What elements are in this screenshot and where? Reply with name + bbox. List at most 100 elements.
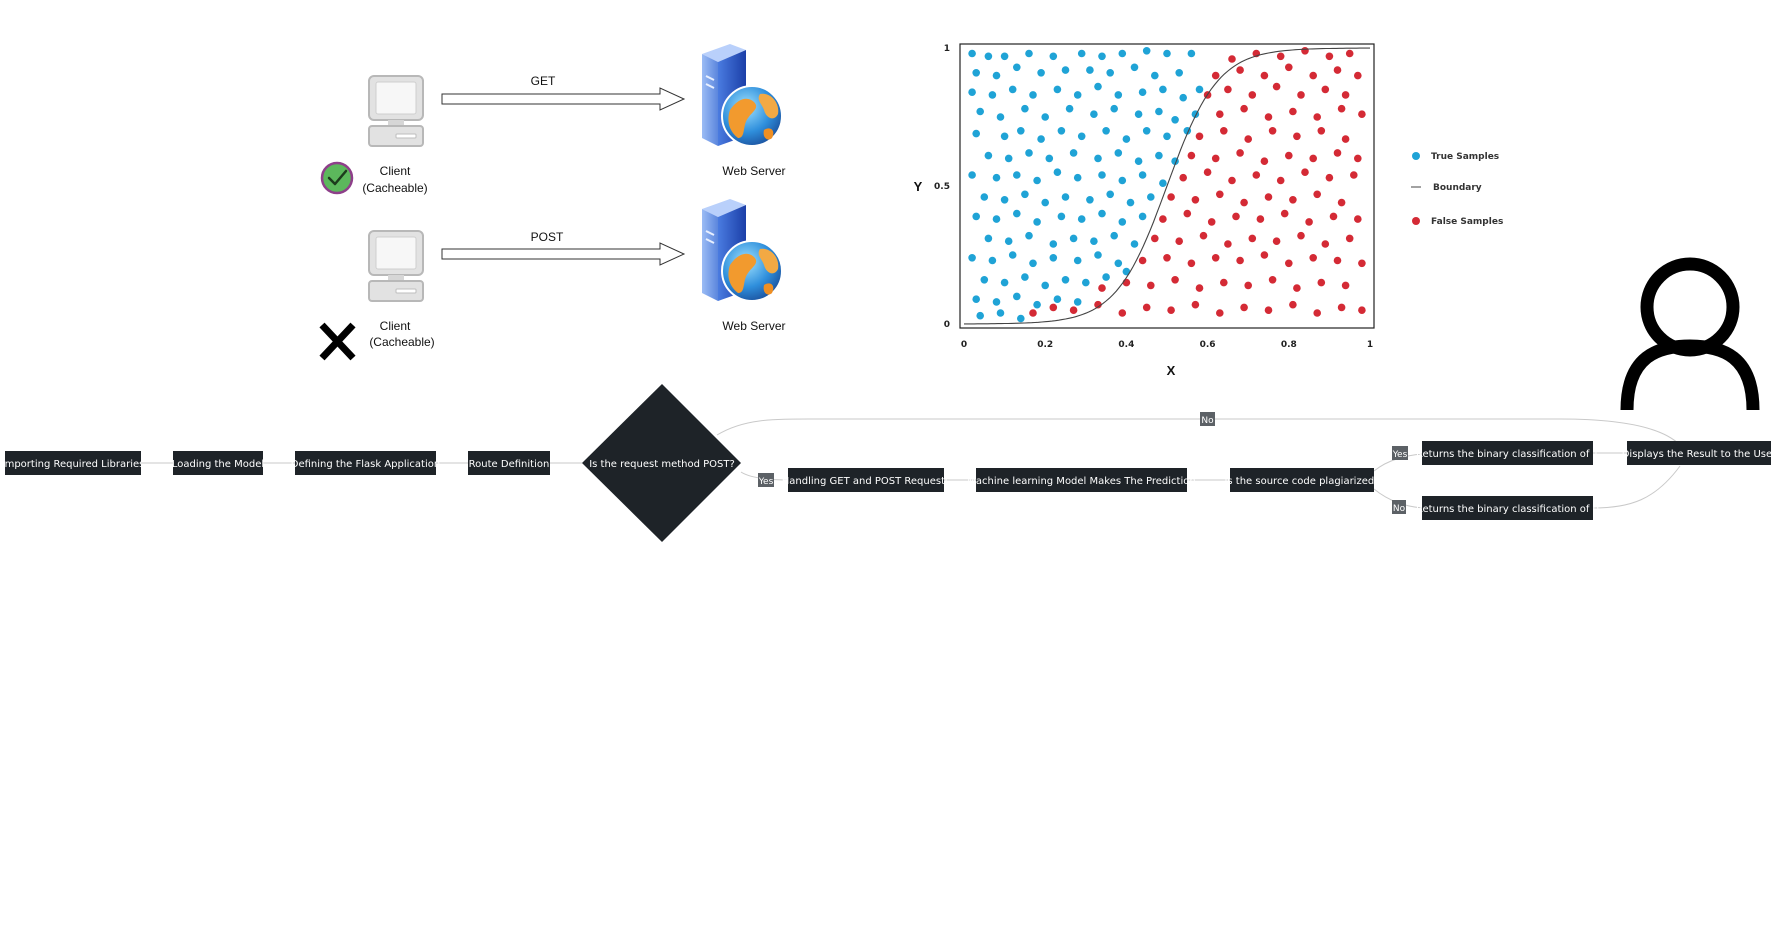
false-sample-point — [1264, 113, 1273, 121]
false-sample-point — [1179, 173, 1187, 182]
user-icon — [1620, 257, 1760, 411]
false-sample-point — [1293, 284, 1301, 292]
client-label: Client — [380, 319, 411, 333]
true-sample-point — [1073, 256, 1082, 265]
true-sample-point — [1114, 149, 1123, 157]
true-sample-point — [1098, 52, 1106, 61]
false-sample-point — [1309, 71, 1317, 80]
false-sample-point — [1358, 110, 1366, 118]
node-return-0[interactable]: Returns the binary classification of 0 — [1416, 496, 1599, 520]
node-import[interactable]: Importing Required Libraries — [2, 451, 145, 475]
false-sample-point — [1228, 176, 1236, 185]
true-sample-point — [1163, 49, 1171, 58]
false-sample-point — [1313, 309, 1321, 317]
node-label: Route Definition — [469, 459, 550, 470]
false-sample-point — [1285, 63, 1293, 72]
true-sample-point — [1175, 69, 1183, 77]
false-sample-point — [1216, 110, 1224, 118]
true-sample-point — [1069, 149, 1078, 157]
false-sample-point — [1094, 300, 1102, 309]
true-sample-point — [1134, 110, 1143, 118]
true-sample-point — [1118, 49, 1127, 58]
web-server-icon — [701, 43, 783, 147]
node-plagiarized[interactable]: Is the source code plagiarized? — [1224, 468, 1380, 492]
legend-false-marker — [1412, 217, 1420, 225]
false-sample-point — [1321, 85, 1330, 94]
true-sample-point — [1073, 173, 1082, 182]
true-sample-point — [968, 253, 976, 262]
false-sample-point — [1029, 309, 1037, 317]
true-sample-point — [1130, 240, 1139, 248]
true-sample-point — [1004, 154, 1013, 163]
true-sample-point — [968, 49, 976, 58]
false-sample-point — [1293, 132, 1301, 141]
false-sample-point — [1272, 82, 1281, 91]
true-sample-point — [1037, 69, 1045, 77]
node-handle[interactable]: Handling GET and POST Requests — [782, 468, 950, 492]
false-sample-point — [1244, 281, 1252, 290]
true-sample-point — [1000, 196, 1009, 204]
x-tick-label: 0.2 — [1037, 340, 1053, 350]
false-sample-point — [1325, 52, 1334, 61]
false-sample-point — [1264, 306, 1273, 315]
false-sample-point — [1211, 253, 1220, 262]
true-sample-point — [988, 91, 997, 99]
true-sample-point — [1061, 66, 1070, 74]
false-sample-point — [1276, 52, 1285, 61]
node-return-1[interactable]: Returns the binary classification of 1 — [1416, 441, 1599, 465]
true-sample-point — [1065, 104, 1074, 113]
false-sample-point — [1354, 154, 1362, 163]
request-arrow — [441, 242, 686, 266]
node-flask[interactable]: Defining the Flask Application — [291, 451, 440, 475]
true-sample-point — [1021, 104, 1029, 113]
true-sample-point — [1187, 49, 1196, 58]
node-load[interactable]: Loading the Model — [172, 451, 264, 475]
decision-label: Is the request method POST? — [589, 459, 735, 470]
true-sample-point — [1069, 234, 1078, 243]
decision-post[interactable]: Is the request method POST? — [582, 384, 741, 542]
true-sample-point — [1106, 190, 1114, 199]
edge-label: No — [1393, 504, 1406, 514]
true-sample-point — [1171, 116, 1179, 124]
flow-edges — [141, 418, 1681, 509]
chart-legend: True Samples Boundary False Samples — [1411, 152, 1503, 227]
true-sample-point — [1061, 193, 1070, 201]
edge-tag-plag-yes: Yes — [1392, 446, 1408, 460]
false-sample-point — [1345, 49, 1354, 58]
true-sample-point — [1008, 251, 1017, 259]
true-sample-point — [1130, 63, 1139, 72]
false-sample-point — [1333, 149, 1342, 157]
false-sample-point — [1252, 171, 1261, 179]
true-sample-point — [1008, 85, 1017, 94]
client-computer-icon — [368, 75, 424, 147]
true-sample-point — [1061, 276, 1070, 284]
node-route[interactable]: Route Definition — [468, 451, 550, 475]
node-display[interactable]: Displays the Result to the User — [1622, 441, 1775, 465]
true-sample-point — [1029, 259, 1037, 268]
false-sample-point — [1236, 149, 1244, 157]
true-sample-point — [1106, 69, 1114, 77]
client-computer-icon — [368, 230, 424, 302]
legend-true-label: True Samples — [1431, 152, 1499, 162]
node-predict[interactable]: Machine learning Model Makes The Predict… — [967, 468, 1196, 492]
x-tick-label: 0.6 — [1200, 340, 1216, 350]
true-sample-point — [1073, 298, 1082, 306]
true-sample-point — [976, 311, 984, 320]
true-sample-point — [1013, 292, 1021, 301]
true-sample-point — [1086, 66, 1094, 74]
false-sample-point — [1147, 281, 1155, 290]
web-server-icon — [701, 198, 783, 302]
false-sample-point — [1317, 278, 1326, 287]
false-sample-point — [1118, 309, 1127, 317]
true-sample-point — [1053, 168, 1062, 176]
true-sample-point — [1013, 63, 1021, 72]
false-sample-point — [1167, 193, 1175, 201]
false-sample-point — [1244, 135, 1252, 143]
true-sample-point — [1053, 85, 1062, 94]
request-arrow — [441, 87, 686, 111]
false-sample-point — [1220, 127, 1228, 135]
true-sample-point — [1142, 127, 1151, 135]
false-sample-point — [1285, 259, 1293, 268]
server-label: Web Server — [722, 319, 785, 333]
